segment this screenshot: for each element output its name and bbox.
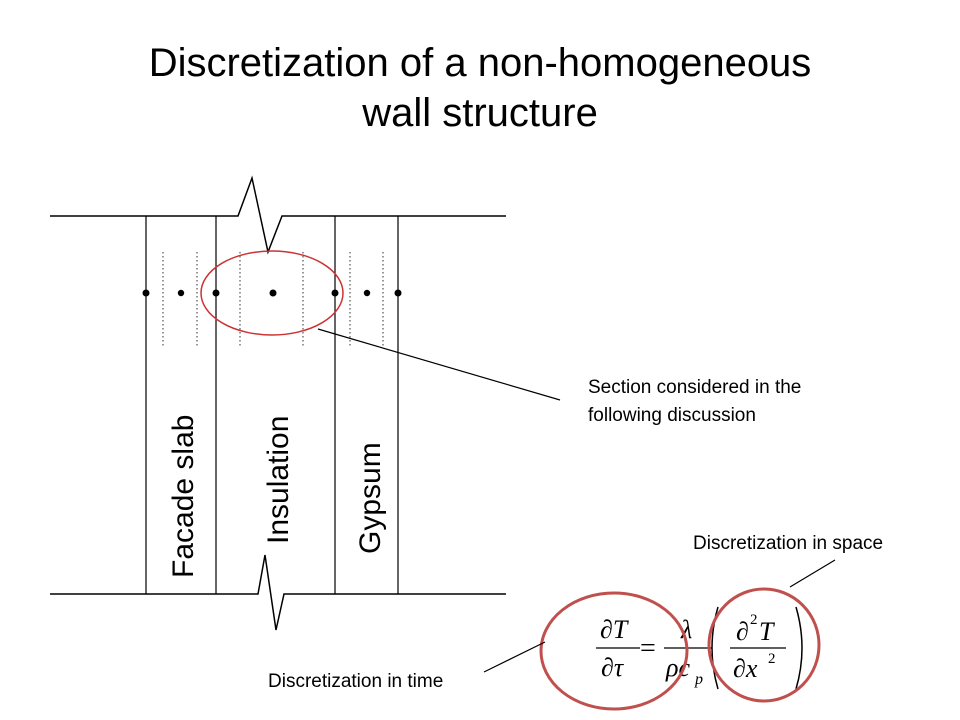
section-leader-line — [317, 328, 561, 401]
node — [142, 289, 150, 297]
eq-rhs-denominator: ∂x — [733, 654, 758, 683]
eq-equals: = — [640, 633, 656, 664]
title-line-2: wall structure — [362, 91, 598, 135]
title-line-1: Discretization of a non-homogeneous — [148, 41, 812, 85]
node — [269, 289, 277, 297]
layer-label-facade-slab: Facade slab — [167, 415, 200, 578]
eq-lhs-numerator: ∂T — [600, 615, 629, 644]
eq-rhs-partial: ∂ — [736, 617, 749, 646]
node — [177, 289, 185, 297]
eq-lhs-denominator: ∂τ — [601, 653, 625, 682]
wall-top-boundary — [50, 175, 506, 255]
section-note-line-2: following discussion — [588, 405, 756, 426]
heat-equation: ∂T ∂τ = λ ρc p ∂ 2 T ∂x 2 — [596, 606, 803, 690]
eq-rhs-numerator-variable: T — [759, 617, 775, 646]
time-discretization-circle — [539, 591, 689, 711]
space-discretization-note: Discretization in space — [693, 533, 884, 554]
space-leader-line — [789, 559, 836, 588]
node — [331, 289, 339, 297]
section-note-line-1: Section considered in the — [588, 377, 802, 398]
layer-label-insulation: Insulation — [262, 416, 295, 544]
section-note: Section considered in the following disc… — [588, 374, 801, 430]
eq-coef-numerator: λ — [680, 615, 692, 644]
node — [212, 289, 220, 297]
time-discretization-note: Discretization in time — [268, 671, 444, 692]
eq-coef-subscript: p — [694, 671, 703, 688]
layer-label-gypsum: Gypsum — [354, 442, 387, 554]
node — [363, 289, 371, 297]
space-discretization-circle — [707, 587, 821, 703]
section-highlight-ellipse — [200, 250, 344, 336]
eq-rhs-numerator-exponent: 2 — [750, 612, 758, 628]
time-leader-line — [483, 641, 546, 673]
eq-rhs-denominator-exponent: 2 — [768, 651, 776, 667]
slide-title: Discretization of a non-homogeneous wall… — [0, 38, 960, 138]
node — [394, 289, 402, 297]
wall-bottom-boundary — [50, 554, 506, 631]
eq-right-paren — [795, 606, 803, 690]
discretization-nodes — [142, 289, 402, 297]
control-volume-lines — [162, 252, 384, 348]
